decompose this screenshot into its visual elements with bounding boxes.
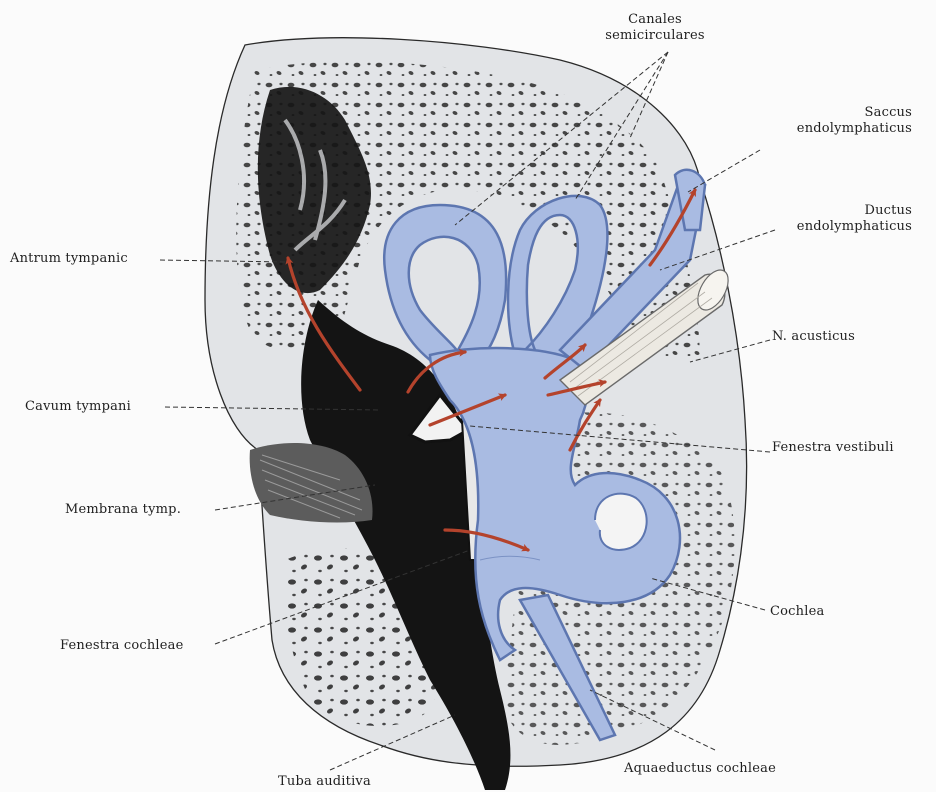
label-aquaeductus-cochleae: Aquaeductus cochleae [624, 761, 776, 777]
label-ductus-endolymphaticus: Ductus endolymphaticus [740, 203, 912, 235]
label-saccus-line2: endolymphaticus [740, 121, 912, 137]
label-canales-line2: semicirculares [590, 28, 720, 44]
label-membrana-tymp: Membrana tymp. [65, 502, 181, 518]
label-n-acusticus: N. acusticus [772, 329, 855, 345]
label-canales-line1: Canales [590, 12, 720, 28]
label-canales-semicirculares: Canales semicirculares [590, 12, 720, 44]
label-cavum-tympani: Cavum tympani [25, 399, 131, 415]
label-saccus-line1: Saccus [740, 105, 912, 121]
label-fenestra-cochleae: Fenestra cochleae [60, 638, 184, 654]
label-tuba-auditiva: Tuba auditiva [278, 774, 371, 790]
label-ductus-line2: endolymphaticus [740, 219, 912, 235]
label-antrum-tympanic: Antrum tympanic [10, 251, 128, 267]
cochlea-spiral [595, 494, 647, 550]
label-saccus-endolymphaticus: Saccus endolymphaticus [740, 105, 912, 137]
label-ductus-line1: Ductus [740, 203, 912, 219]
label-cochlea: Cochlea [770, 604, 824, 620]
label-fenestra-vestibuli: Fenestra vestibuli [772, 440, 894, 456]
